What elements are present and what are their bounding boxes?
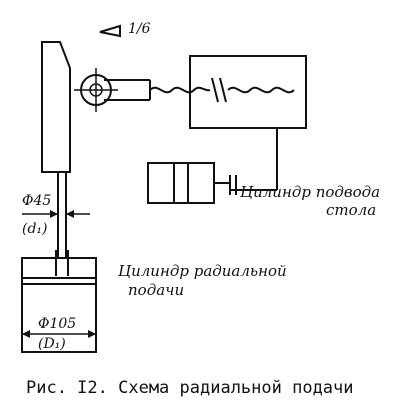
taper-symbol [99,24,121,38]
coupling-symbol [211,77,227,103]
machine-body [189,55,307,129]
grinding-head [41,41,71,173]
radial-cylinder-diameter-label: Φ105 [38,316,76,332]
radial-cylinder [21,250,97,353]
figure-caption: Рис. I2. Схема радиальной подачи [26,378,354,398]
rod-dimension [22,210,90,218]
table-cylinder-label-line1: Цилиндр подвода [240,183,380,201]
piston-rod [57,172,67,258]
table-cylinder [147,162,237,204]
radial-cylinder-label-line2: подачи [128,281,184,299]
wavy-connection [149,86,295,94]
radial-cylinder-label-line1: Цилиндр радиальной [118,262,287,280]
radial-cylinder-diameter-symbol: (D₁) [38,336,66,352]
rod-diameter-symbol: (d₁) [22,221,48,237]
wheel-pivot-icon [74,68,118,112]
table-cylinder-label-line2: стола [326,201,376,219]
rod-diameter-label: Φ45 [22,193,51,209]
radial-cylinder-dimension [22,330,96,338]
taper-ratio-label: 1/6 [128,21,151,37]
